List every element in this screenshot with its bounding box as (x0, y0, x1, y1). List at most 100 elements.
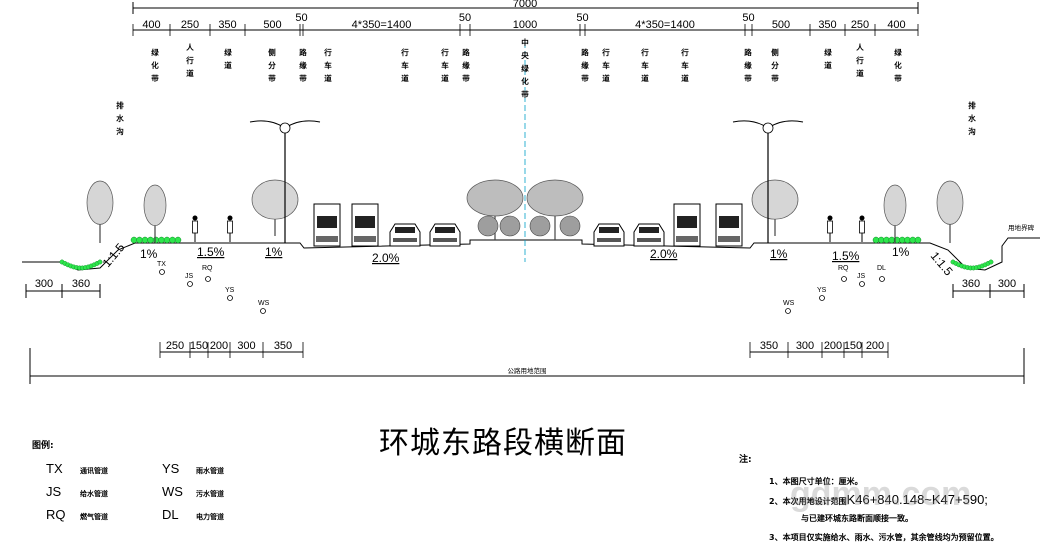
legend-code: TX (46, 461, 63, 476)
zone-label: 行车道 (400, 47, 409, 83)
grade-right-greenway: 1% (892, 245, 910, 259)
legend-table: TX 通讯管道 YS 雨水管道 JS 给水管道 WS 污水管道 RQ 燃气管道 … (32, 459, 264, 528)
zone-label: 行车道 (640, 47, 649, 83)
bottom-dim-right: 150 (844, 340, 862, 352)
zone-label: 行车道 (323, 47, 332, 83)
bottom-dim-left: 200 (210, 340, 228, 352)
top-dim-label: 50 (576, 12, 588, 24)
top-dim-label: 50 (295, 12, 307, 24)
drawing-title: 环城东路段横断面 (379, 426, 627, 461)
zone-label: 绿化带 (894, 47, 902, 83)
grade-left-carriageway: 2.0% (372, 251, 400, 265)
zone-label: 路缘带 (299, 47, 307, 83)
zone-label-marks: 绿化带 人行道 绿道 侧分带 路缘带 行车道 行车道 行车道 路缘带 中央绿化带 路缘带 行车道 行车道… (116, 37, 976, 136)
zone-label: 行车道 (601, 47, 610, 83)
bottom-dim-right: 350 (760, 340, 778, 352)
ditch-label-right-text: 排水沟 (968, 100, 976, 136)
pipe-right-js: JS (857, 273, 866, 280)
total-width-label: 7000 (513, 0, 537, 10)
legend-code: DL (162, 507, 179, 522)
pipe-left-tx: TX (157, 261, 166, 268)
land-boundary-label: 公路用地范围 (508, 366, 547, 375)
top-dim-label: 500 (772, 19, 790, 31)
legend-code: JS (46, 484, 62, 499)
pipe-left-js: JS (185, 273, 194, 280)
zone-label: 路缘带 (462, 47, 470, 83)
grade-right-divider: 1% (770, 247, 788, 261)
legend-desc: 电力管道 (196, 513, 224, 521)
ditch-dim-left-2: 360 (72, 278, 90, 290)
notes: 注: 1、本图尺寸单位：厘米。 2、本次用地设计范围K46+840.148~K4… (739, 452, 1055, 547)
legend-title: 图例: (32, 441, 54, 451)
pipe-right-rq: RQ (838, 265, 849, 272)
slope-left: 1:1.5 (100, 240, 128, 270)
zone-label: 路缘带 (581, 47, 589, 83)
bottom-dim-right: 200 (824, 340, 842, 352)
top-dim-label: 350 (818, 19, 836, 31)
zone-label: 绿道 (824, 47, 832, 70)
bottom-dim-left: 150 (190, 340, 208, 352)
green-belt-marks (59, 236, 994, 271)
dimension-marks: 400 250 350 500 50 4*350=1400 50 1000 50 4*350=14… (132, 12, 919, 358)
zone-label: 绿化带 (151, 47, 159, 83)
top-dim-label: 4*350=1400 (352, 19, 412, 31)
legend-desc: 污水管道 (196, 490, 224, 498)
zone-label: 人行道 (185, 43, 194, 78)
pipe-right-ws: WS (783, 300, 795, 307)
top-dim-label: 500 (263, 19, 281, 31)
top-dim-label: 250 (181, 19, 199, 31)
pipe-right-ys: YS (817, 287, 827, 294)
ditch-label-left-text: 排水沟 (116, 100, 124, 136)
top-dim-label: 4*350=1400 (635, 19, 695, 31)
top-dim-label: 1000 (513, 19, 537, 31)
zone-label: 绿道 (224, 47, 232, 70)
bottom-dim-left: 350 (274, 340, 292, 352)
pipe-left-ws: WS (258, 300, 270, 307)
ditch-dim-right-2: 300 (998, 278, 1016, 290)
top-dim-label: 250 (851, 19, 869, 31)
bottom-dim-left: 300 (237, 340, 255, 352)
bottom-dim-right: 200 (866, 340, 884, 352)
legend-desc: 雨水管道 (196, 467, 224, 475)
legend-desc: 燃气管道 (80, 513, 108, 521)
note-1: 1、本图尺寸单位：厘米。 (769, 477, 863, 486)
top-dim-label: 50 (459, 12, 471, 24)
grade-right-carriageway: 2.0% (650, 247, 678, 261)
zone-label: 行车道 (440, 47, 449, 83)
legend-desc: 给水管道 (80, 490, 108, 498)
grade-right-sidewalk: 1.5% (832, 249, 860, 263)
roadside-objects (86, 120, 964, 247)
zone-label: 行车道 (680, 47, 689, 83)
pipe-left-rq: RQ (202, 265, 213, 272)
zone-label: 侧分带 (268, 47, 276, 83)
zone-label: 侧分带 (771, 47, 779, 83)
grade-left-divider: 1% (265, 245, 283, 259)
pipe-left-ys: YS (225, 287, 235, 294)
zone-label: 路缘带 (744, 47, 752, 83)
legend-code: RQ (46, 507, 66, 522)
ditch-dim-left-1: 300 (35, 278, 53, 290)
legend: 图例: TX 通讯管道 YS 雨水管道 JS 给水管道 WS 污水管道 RQ 燃… (32, 438, 264, 528)
note-2-continuation: 与已建环城东路断面顺接一致。 (801, 514, 913, 523)
zone-label: 中央绿化带 (521, 37, 529, 99)
top-dim-label: 400 (887, 19, 905, 31)
legend-code: YS (162, 461, 180, 476)
zone-label: 人行道 (855, 43, 864, 78)
ditch-dim-right-1: 360 (962, 278, 980, 290)
grade-left-sidewalk: 1.5% (197, 245, 225, 259)
bottom-dim-right: 300 (796, 340, 814, 352)
note-2: 2、本次用地设计范围K46+840.148~K47+590; (769, 492, 988, 507)
boundary-marker-label: 用地界碑 (1008, 223, 1035, 232)
legend-desc: 通讯管道 (80, 467, 108, 475)
notes-title: 注: (739, 455, 752, 465)
pipe-right-dl: DL (877, 265, 886, 272)
legend-code: WS (162, 484, 183, 499)
top-dim-label: 350 (218, 19, 236, 31)
bottom-dim-left: 250 (166, 340, 184, 352)
watermark: gdmm.com (790, 475, 972, 513)
top-dim-label: 400 (142, 19, 160, 31)
grade-left-greenway: 1% (140, 247, 158, 261)
top-dim-label: 50 (742, 12, 754, 24)
note-3: 3、本项目仅实施给水、雨水、污水管，其余管线均为预留位置。 (769, 533, 999, 542)
